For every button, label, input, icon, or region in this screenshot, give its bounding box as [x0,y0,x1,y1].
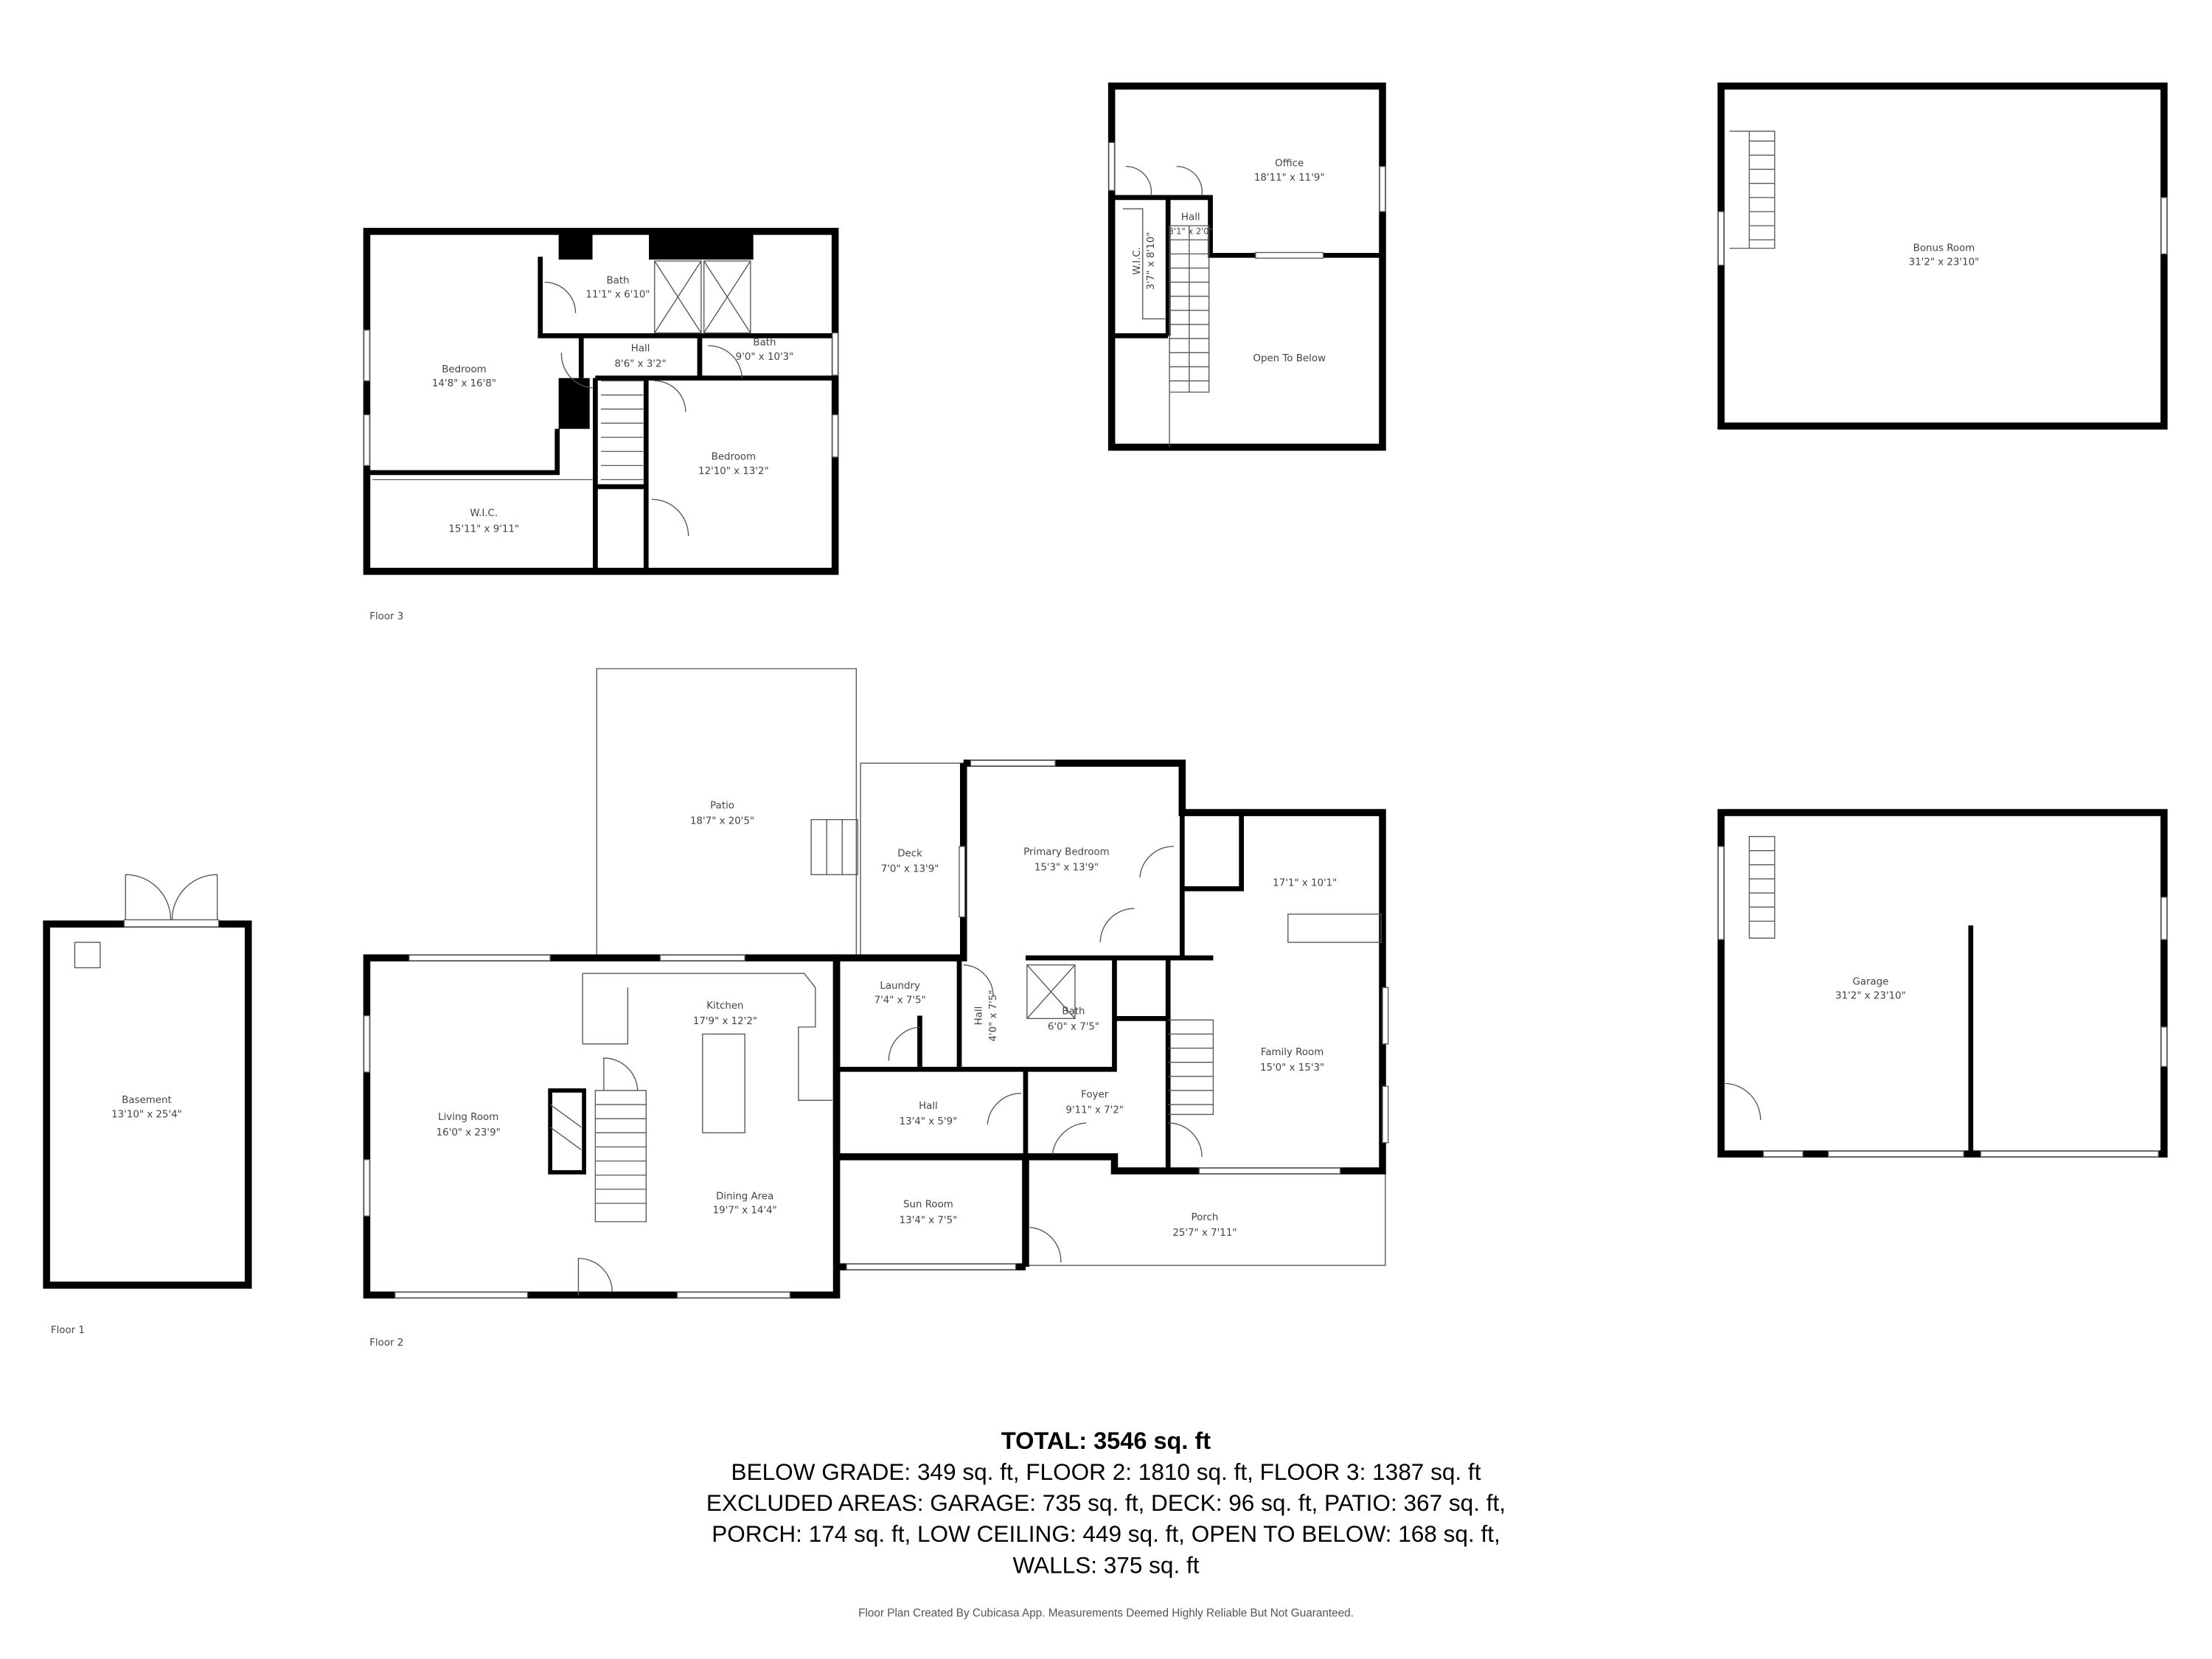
room-size: 31'2" x 23'10" [1909,257,1980,268]
room-size: 25'7" x 7'11" [1172,1228,1237,1239]
summary-line: WALLS: 375 sq. ft [1012,1551,1199,1578]
room-name: Bonus Room [1913,243,1975,254]
wall-block [558,231,593,260]
shower [1026,964,1076,1020]
room-name: Primary Bedroom [1023,846,1109,858]
room-size: 15'11" x 9'11" [448,524,519,535]
room-size: 3'1" x 2'0" [1169,226,1213,237]
room-name: Living Room [438,1112,498,1123]
room-name: Bath [1062,1006,1085,1018]
room-size: 6'0" x 7'5" [1048,1022,1099,1033]
summary-line: EXCLUDED AREAS: GARAGE: 735 sq. ft, DECK… [706,1489,1506,1516]
window [363,414,370,467]
room-size: 11'1" x 6'10" [585,290,650,301]
room-name: W.I.C. [1132,247,1143,275]
porch-outline [1025,1171,1386,1266]
double-door [125,874,218,920]
room-name: Porch [1192,1212,1219,1223]
room-size: 7'0" x 13'9" [881,863,939,874]
room-size: 16'0" x 23'9" [437,1127,501,1138]
shower [654,260,702,334]
room-size: 19'7" x 14'4" [713,1205,777,1216]
room-size: 9'11" x 7'2" [1065,1105,1124,1116]
room-name: Sun Room [903,1200,953,1211]
deck-outline [860,762,964,959]
floor-label: Floor 1 [51,1325,85,1336]
stairs [1729,131,1775,249]
window [832,414,839,458]
room-name: Laundry [880,981,920,992]
room-name: Bath [606,276,629,287]
summary-line: PORCH: 174 sq. ft, LOW CEILING: 449 sq. … [712,1520,1500,1547]
room-size: 17'1" x 10'1" [1273,878,1337,889]
room-name: Open To Below [1253,353,1326,364]
room-name: Hall [631,343,650,354]
area-summary: TOTAL: 3546 sq. ft BELOW GRADE: 349 sq. … [706,1427,1506,1620]
stairs [594,1090,647,1222]
room-name: Dining Area [716,1191,773,1202]
room-name: W.I.C. [470,508,498,519]
stairs [1748,835,1775,939]
room-name: Kitchen [706,1001,743,1012]
room-size: 15'3" x 13'9" [1034,862,1099,873]
room-size: 4'0" x 7'5" [988,990,999,1041]
window [363,330,370,382]
floor-1-plan: Basement 13'10" x 25'4" Floor 1 [43,874,252,1336]
total-area: TOTAL: 3546 sq. ft [1001,1427,1211,1454]
window [832,332,839,376]
room-name: Bedroom [712,452,756,463]
office-plan: Office 18'11" x 11'9" Hall 3'1" x 2'0" W… [1107,82,1386,451]
floor-3-outer-wall [363,227,839,575]
room-name: Garage [1852,976,1888,987]
room-size: 7'4" x 7'5" [874,995,926,1006]
garage-plan: Garage 31'2" x 23'10" [1717,809,2168,1158]
room-name: Office [1275,159,1304,170]
wall-block [649,231,754,260]
room-name: Hall [919,1101,938,1112]
room-size: 14'8" x 16'8" [432,378,496,389]
room-size: 13'10" x 25'4" [111,1109,182,1120]
room-name: Bath [753,338,776,349]
room-size: 18'7" x 20'5" [690,815,754,827]
room-size: 15'0" x 15'3" [1260,1062,1324,1074]
room-size: 12'10" x 13'2" [698,466,769,477]
room-size: 3'7" x 8'10" [1146,232,1157,291]
room-name: Deck [897,848,922,859]
room-name: Foyer [1081,1090,1109,1101]
room-size: 18'11" x 11'9" [1254,173,1325,184]
disclaimer: Floor Plan Created By Cubicasa App. Meas… [858,1607,1354,1620]
room-size: 9'0" x 10'3" [736,352,794,363]
room-size: 17'9" x 12'2" [693,1016,757,1027]
floor-2-plan: Patio 18'7" x 20'5" Deck 7'0" x 13'9" Pr… [363,668,1389,1349]
room-name: Patio [710,800,734,811]
stairs [1168,1019,1214,1116]
kitchen-counter [1287,914,1382,943]
room-name: Family Room [1261,1047,1324,1058]
room-size: 8'6" x 3'2" [615,358,667,369]
room-name: Bedroom [442,364,487,375]
floor-label: Floor 2 [369,1338,403,1349]
room-size: 31'2" x 23'10" [1835,991,1906,1002]
patio-outline [596,668,858,959]
wall-block [558,378,590,429]
deck-stairs [810,818,858,875]
floor-3-plan: Bedroom 14'8" x 16'8" Bath 11'1" x 6'10"… [363,227,839,622]
room-size: 13'4" x 5'9" [900,1116,958,1127]
room-size: 13'4" x 7'5" [900,1215,958,1226]
summary-line: BELOW GRADE: 349 sq. ft, FLOOR 2: 1810 s… [731,1458,1481,1485]
outer-wall [1107,82,1386,451]
kitchen-island [702,1033,745,1134]
bonus-room-plan: Bonus Room 31'2" x 23'10" [1717,82,2168,430]
stairs [1169,225,1210,448]
room-name: Basement [122,1095,172,1106]
room-name: Hall [1181,212,1200,223]
room-name: Hall [974,1006,985,1026]
floor-label: Floor 3 [369,611,403,622]
stairs [601,380,644,481]
